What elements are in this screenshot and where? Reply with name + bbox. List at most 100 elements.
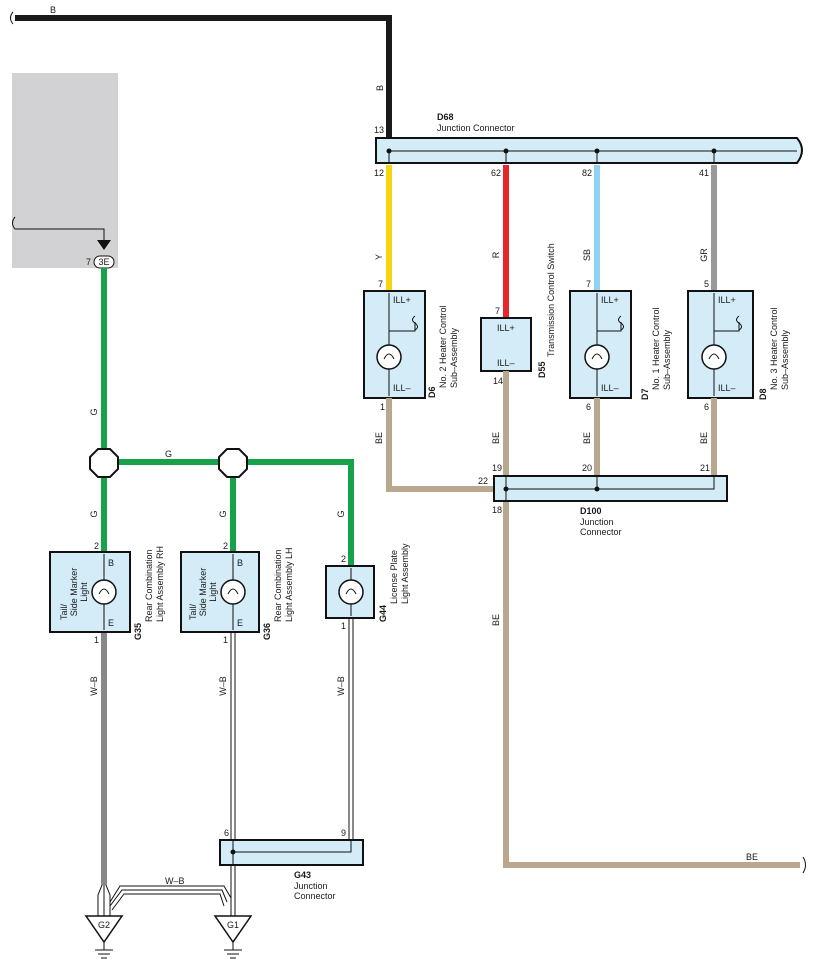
g36-pin-bottom: E: [237, 618, 243, 628]
wire-label-g-main: G: [89, 408, 99, 415]
g44-name-1: License Plate: [389, 550, 399, 604]
d6-dimmer-line: [389, 322, 416, 332]
g35-pin-top: B: [108, 558, 114, 568]
g35-pin-bottom: E: [108, 618, 114, 628]
wire-label-r: R: [491, 251, 501, 258]
d100-name-1: Junction: [580, 517, 614, 527]
pin-label-d100-20: 20: [582, 463, 592, 473]
d7-code: D7: [640, 388, 650, 400]
wire-label-wb-horizontal: W–B: [165, 876, 185, 886]
g36-inner-3: Light: [208, 582, 218, 602]
g36-bulb-icon: [220, 579, 246, 605]
ground-g1-label: G1: [227, 920, 239, 930]
d8-dimmer-line: [714, 322, 740, 332]
d8-box: [687, 290, 754, 399]
g43-node-6: [230, 849, 236, 855]
ecu-panel: [12, 73, 118, 268]
wire-label-be-d7: BE: [582, 432, 592, 444]
wire-label-be-d55: BE: [491, 432, 501, 444]
d6-code: D6: [427, 386, 437, 398]
wire-wb-horiz-a: [109, 885, 232, 903]
d7-pin-top: ILL+: [601, 295, 619, 305]
g36-inner-2: Side Marker: [198, 568, 208, 617]
g44-bulb-icon: [338, 579, 364, 605]
wire-label-y: Y: [374, 254, 384, 260]
d6-pin-bottom: ILL–: [393, 383, 411, 393]
d7-bulb-icon: [584, 344, 610, 370]
g36-name-2: Light Assembly LH: [284, 547, 294, 622]
pin-label-d100-19: 19: [492, 463, 502, 473]
wire-label-be-d8: BE: [699, 432, 709, 444]
wire-g-horizontal: [104, 459, 354, 567]
pin-label-d100-18: 18: [492, 505, 502, 515]
wire-label-g-mid: G: [218, 510, 228, 517]
d7-name-1: No. 1 Heater Control: [651, 307, 661, 390]
d6-name-2: Sub–Assembly: [449, 327, 459, 388]
panel-internal-wire: [15, 228, 105, 244]
break-mark-panel: [12, 216, 16, 230]
g35-inner-1: Tail/: [59, 604, 69, 621]
wire-label-g-left: G: [89, 510, 99, 517]
d6-bulb-icon: [376, 344, 402, 370]
d8-name-2: Sub–Assembly: [780, 329, 790, 390]
ground-g2-icon: [95, 942, 113, 959]
pin-label-d100-22: 22: [478, 476, 488, 486]
wire-label-wb-right: W–B: [336, 676, 346, 696]
wire-be-d6: [386, 398, 494, 492]
wire-label-be-right: BE: [746, 852, 758, 862]
d55-transmission-control-switch: ILL+ ILL–: [480, 317, 532, 372]
pin-label-d8-5: 5: [704, 279, 709, 289]
pin-label-g44-2: 2: [341, 554, 346, 564]
g35-name-1: Rear Combination: [144, 549, 154, 622]
pin-label-g43-9: 9: [341, 828, 346, 838]
pin-label-d68-13: 13: [374, 125, 384, 135]
wire-wb-left-b: [105, 632, 111, 916]
g35-bulb-icon: [91, 579, 117, 605]
d8-pin-top: ILL+: [718, 295, 736, 305]
pin-label-g35-1: 1: [94, 635, 99, 645]
wire-wb-horiz-c: [111, 893, 225, 911]
g43-name-1: Junction: [294, 881, 328, 891]
g43-code: G43: [294, 870, 311, 880]
d8-code: D8: [758, 388, 768, 400]
pin-label-g36-2: 2: [223, 541, 228, 551]
wire-wb-left-a: [97, 632, 103, 916]
d7-name-2: Sub–Assembly: [662, 329, 672, 390]
splice-g-left: [89, 448, 119, 478]
d7-heater-control: ILL+ ILL–: [569, 290, 632, 399]
g35-filament-icon: [98, 588, 110, 595]
d7-box: [569, 290, 632, 399]
g35-rear-combination-rh: B E Tail/ Side Marker Light: [49, 551, 131, 633]
g44-name-2: Light Assembly: [400, 543, 410, 604]
pin-label-d6-7: 7: [378, 279, 383, 289]
d8-filament-icon: [708, 353, 720, 360]
d8-variable-resistor-icon: [736, 315, 742, 331]
d7-dimmer-line: [597, 322, 622, 332]
connector-arrow: [97, 240, 111, 250]
g43-name-2: Connector: [294, 891, 336, 901]
g44-filament-icon: [345, 588, 357, 595]
d100-code: D100: [580, 506, 602, 516]
wire-label-be-d6: BE: [374, 432, 384, 444]
wire-wb-horiz-b: [109, 889, 228, 907]
d8-pin-bottom: ILL–: [718, 383, 736, 393]
g36-pin-top: B: [237, 558, 243, 568]
pin-label-d68-82: 82: [582, 168, 592, 178]
d6-pin-top: ILL+: [393, 295, 411, 305]
g44-code: G44: [378, 605, 388, 622]
d6-heater-control: ILL+ ILL–: [363, 290, 426, 399]
wire-label-sb: SB: [582, 249, 592, 261]
g35-inner-2: Side Marker: [69, 568, 79, 617]
d68-name: Junction Connector: [437, 123, 515, 133]
g36-box: [180, 551, 260, 633]
d55-code: D55: [537, 361, 547, 378]
d6-box: [363, 290, 426, 399]
ground-g1-triangle: [213, 915, 253, 944]
d7-variable-resistor-icon: [618, 315, 624, 331]
wire-label-b-top: B: [50, 5, 56, 15]
wire-label-gr: GR: [699, 248, 709, 262]
d6-filament-icon: [383, 353, 395, 360]
connector-3e-label: 3E: [98, 257, 109, 267]
ground-g1-icon: [224, 942, 242, 959]
pin-label-d68-41: 41: [699, 168, 709, 178]
